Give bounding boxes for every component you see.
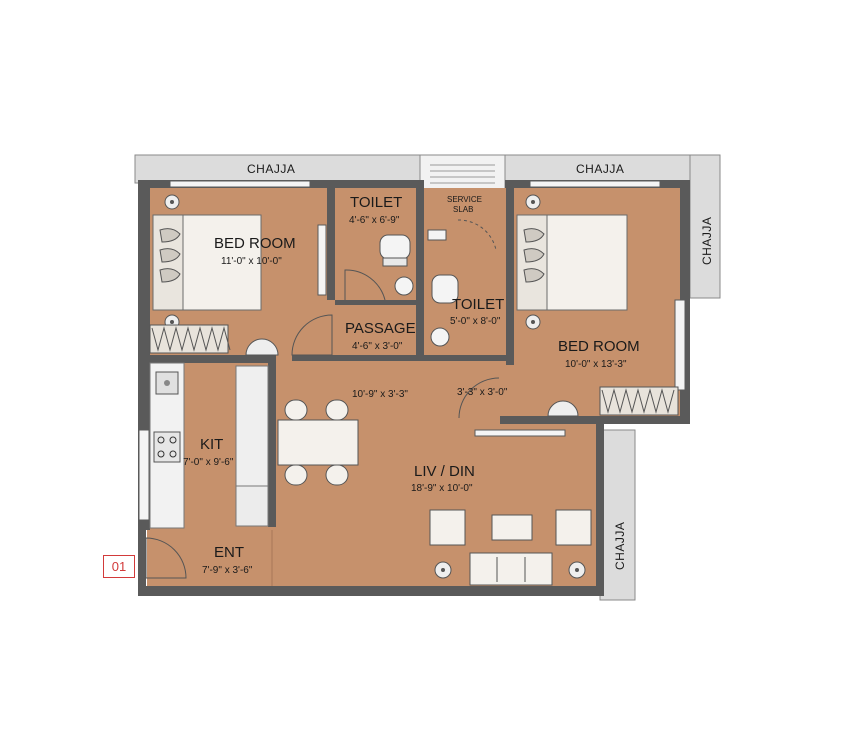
toilet-2-name: TOILET [452,296,504,313]
door-lobby [458,377,500,419]
chajja-areas [134,154,721,601]
chajja-top-right [504,154,721,184]
toilet-2-fixtures [427,219,497,347]
windows [138,180,686,521]
entrance-dim: 7'-9" x 3'-6" [202,565,253,576]
chajja-label-top-left: CHAJJA [247,162,295,176]
passage-name: PASSAGE [345,320,416,337]
kitchen-name: KIT [200,436,223,453]
living-furniture [429,509,592,586]
chajja-label-right-lower: CHAJJA [613,522,627,570]
living-name: LIV / DIN [414,463,475,480]
chajja-label-top-right: CHAJJA [576,162,624,176]
bed-2 [516,194,628,330]
passage-lower-dim: 10'-9" x 3'-3" [352,389,408,400]
wardrobe-2 [599,386,679,416]
toilet-1-dim: 4'-6" x 6'-9" [349,215,400,226]
passage-dim: 4'-6" x 3'-0" [352,341,403,352]
entrance-name: ENT [214,544,244,561]
living-dim: 18'-9" x 10'-0" [411,483,473,494]
door-entrance [145,537,187,579]
service-slab-line2: SLAB [453,205,473,214]
bedroom-1-name: BED ROOM [214,235,296,252]
unit-number-tag: 01 [103,555,135,578]
service-slab-line1: SERVICE [447,195,482,204]
toilet-1-fixtures [344,234,414,301]
bedroom-1-dim: 11'-0" x 10'-0" [221,256,282,267]
chajja-top-left [134,154,421,184]
lobby-dim: 3'-3" x 3'-0" [457,387,508,398]
kitchen-dim: 7'-0" x 9'-6" [183,457,234,468]
toilet-2-dim: 5'-0" x 8'-0" [450,316,501,327]
wardrobe-1 [149,324,231,354]
kitchen-counter [149,362,269,529]
door-passage [291,314,333,356]
bed-1 [152,194,262,330]
chajja-label-right-upper: CHAJJA [700,217,714,265]
bedroom-2-dim: 10'-0" x 13'-3" [565,359,627,370]
door-bedroom-1 [245,338,279,356]
bedroom-2-name: BED ROOM [558,338,640,355]
door-bedroom-2 [547,400,579,417]
toilet-1-name: TOILET [350,194,402,211]
dining-table [277,399,359,486]
chajja-right-lower [599,429,636,601]
